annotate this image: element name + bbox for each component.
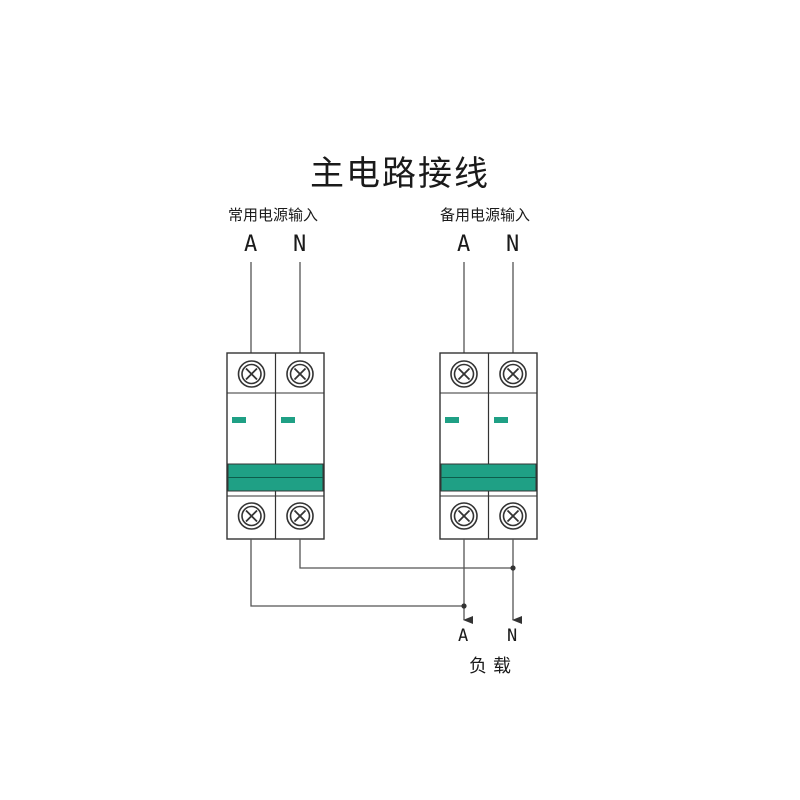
load-label: 负载 bbox=[469, 656, 517, 677]
load-terminal-a: A bbox=[458, 626, 469, 646]
screw-terminal-icon bbox=[286, 360, 314, 388]
junction-dot-n bbox=[510, 565, 516, 571]
screw-terminal-icon bbox=[450, 360, 478, 388]
backup-breaker bbox=[439, 352, 538, 540]
primary-indicator-n bbox=[281, 417, 295, 423]
supply-wires bbox=[250, 262, 514, 353]
backup-terminal-a: A bbox=[457, 232, 471, 257]
backup-terminal-n: N bbox=[506, 232, 520, 257]
backup-indicator-a bbox=[445, 417, 459, 423]
screw-terminal-icon bbox=[499, 360, 527, 388]
primary-terminal-n: N bbox=[293, 232, 307, 257]
junction-dot-a bbox=[461, 603, 467, 609]
screw-terminal-icon bbox=[237, 502, 266, 530]
screw-terminal-icon bbox=[286, 502, 314, 530]
backup-indicator-n bbox=[494, 417, 508, 423]
output-wires bbox=[250, 539, 522, 624]
load-terminal-n: N bbox=[507, 626, 518, 646]
screw-terminal-icon bbox=[237, 360, 266, 388]
diagram-title: 主电路接线 bbox=[310, 154, 490, 194]
primary-terminal-a: A bbox=[244, 232, 258, 257]
screw-terminal-icon bbox=[499, 502, 527, 530]
primary-source-label: 常用电源输入 bbox=[228, 206, 319, 224]
primary-breaker bbox=[226, 352, 325, 540]
backup-source-label: 备用电源输入 bbox=[440, 206, 531, 224]
primary-indicator-a bbox=[232, 417, 246, 423]
screw-terminal-icon bbox=[450, 502, 478, 530]
